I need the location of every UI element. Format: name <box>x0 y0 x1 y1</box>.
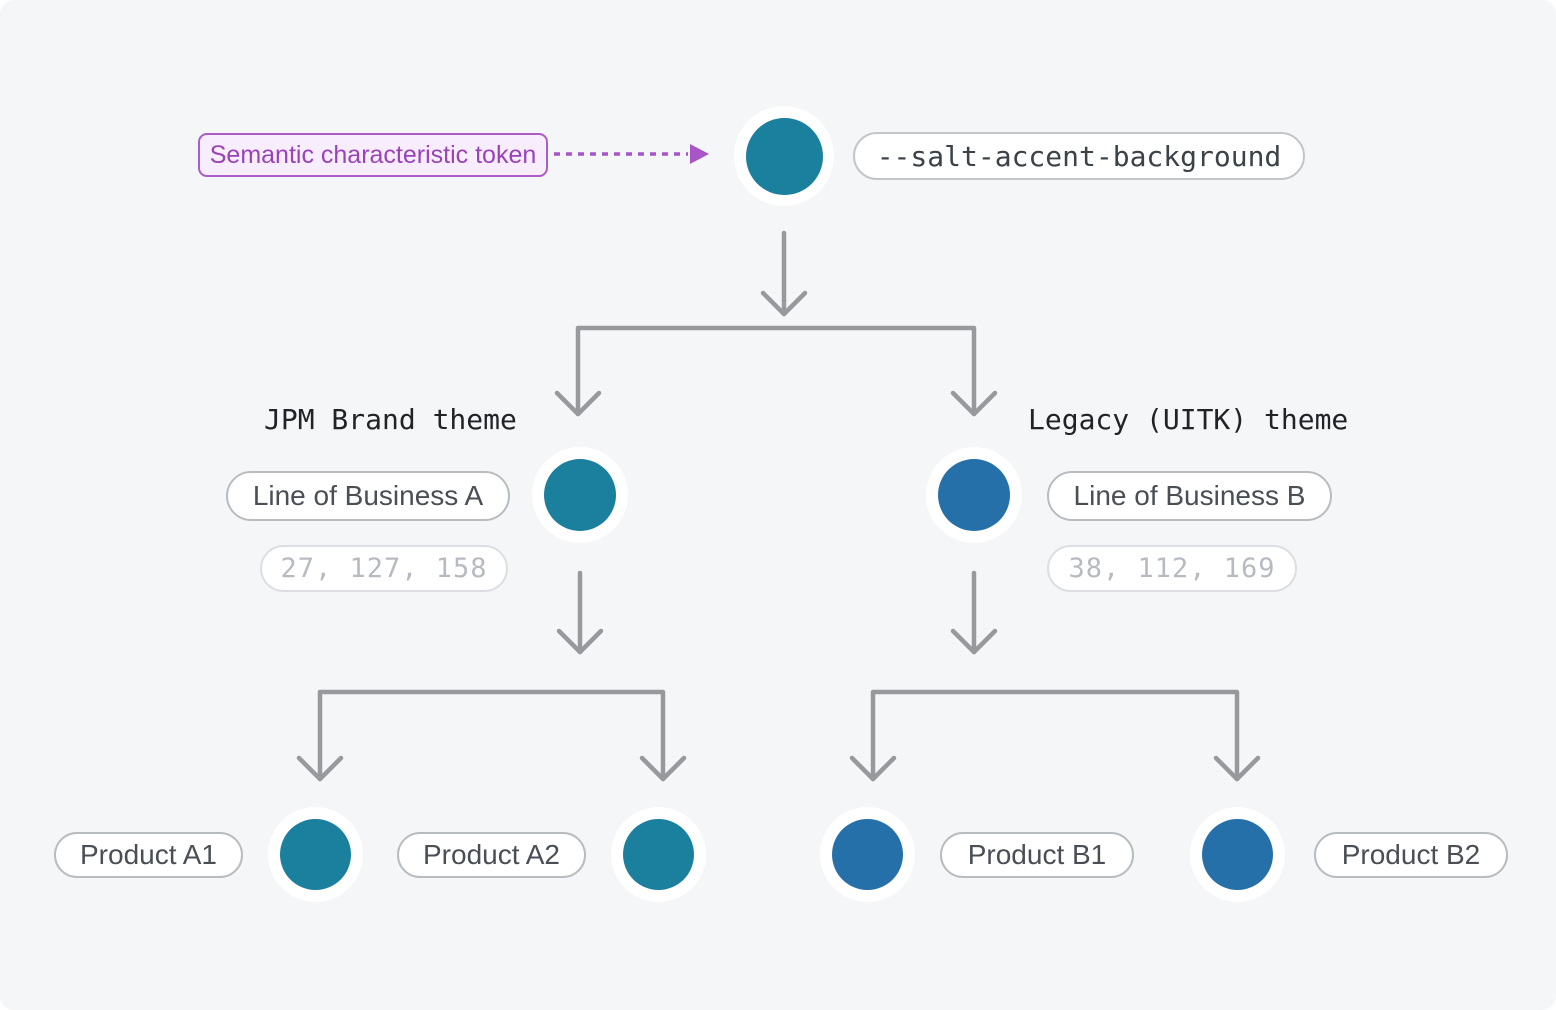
lob-a-rgb-pill: 27, 127, 158 <box>260 545 508 592</box>
lob-b-pill: Line of Business B <box>1047 471 1332 521</box>
root-token-node <box>734 106 834 206</box>
product-b1-pill: Product B1 <box>940 832 1134 878</box>
root-token-pill: --salt-accent-background <box>853 132 1305 180</box>
product-b1-label: Product B1 <box>967 839 1107 870</box>
theme-heading-jpm-brand: JPM Brand theme <box>264 403 517 436</box>
lob-b-rgb-pill: 38, 112, 169 <box>1047 545 1297 592</box>
product-b2-label: Product B2 <box>1341 839 1481 870</box>
lob-a-rgb-value: 27, 127, 158 <box>280 553 488 584</box>
semantic-token-annotation-label: Semantic characteristic token <box>209 140 537 169</box>
lob-b-color-dot <box>938 459 1010 531</box>
lob-a-color-dot <box>544 459 616 531</box>
lob-b-label: Line of Business B <box>1073 480 1306 511</box>
product-a2-color-dot <box>623 819 694 890</box>
product-b2-color-dot <box>1202 819 1273 890</box>
annotation-dotted-arrow <box>554 144 709 164</box>
product-a1-pill: Product A1 <box>54 832 243 878</box>
arrow-split-themes <box>554 325 998 417</box>
product-b2-node <box>1190 807 1285 902</box>
lob-a-node <box>532 447 628 543</box>
theme-heading-legacy-uitk: Legacy (UITK) theme <box>1028 403 1349 436</box>
product-a2-node <box>611 807 706 902</box>
arrow-loba-down <box>556 570 604 655</box>
arrow-root-down <box>760 230 808 317</box>
arrow-split-products-a <box>296 689 687 782</box>
product-a2-label: Product A2 <box>423 839 560 870</box>
product-b1-node <box>820 807 915 902</box>
product-a1-label: Product A1 <box>80 839 217 870</box>
product-b2-pill: Product B2 <box>1314 832 1508 878</box>
semantic-token-annotation: Semantic characteristic token <box>198 133 548 177</box>
arrow-lobb-down <box>950 570 998 655</box>
product-b1-color-dot <box>832 819 903 890</box>
root-token-name: --salt-accent-background <box>876 139 1282 173</box>
lob-a-pill: Line of Business A <box>226 471 510 521</box>
lob-a-label: Line of Business A <box>252 480 484 511</box>
arrow-split-products-b <box>849 689 1261 782</box>
product-a1-node <box>268 807 363 902</box>
product-a1-color-dot <box>280 819 351 890</box>
lob-b-node <box>926 447 1022 543</box>
product-a2-pill: Product A2 <box>397 832 586 878</box>
root-token-color-dot <box>745 117 823 195</box>
lob-b-rgb-value: 38, 112, 169 <box>1068 553 1276 584</box>
